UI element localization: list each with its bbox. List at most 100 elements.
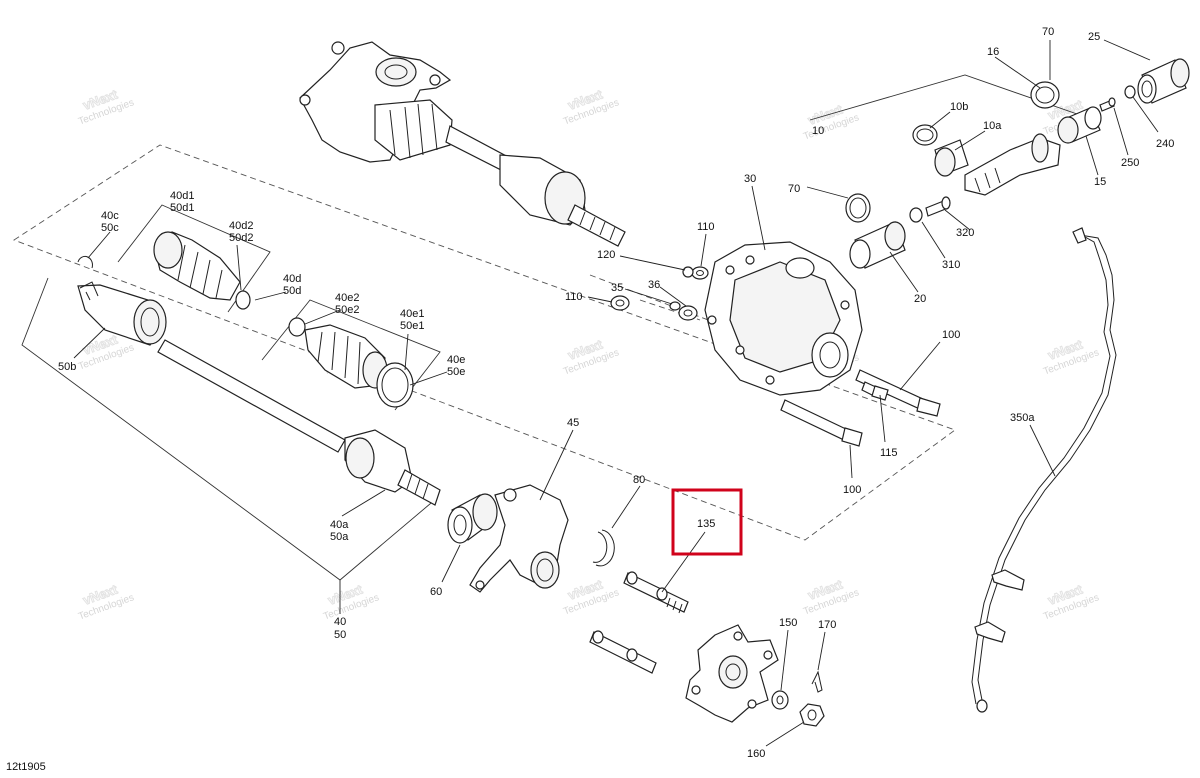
- callout-60[interactable]: 60: [430, 586, 442, 598]
- circlip-80-inner: [592, 531, 608, 563]
- callout-10[interactable]: 10: [812, 125, 824, 137]
- callout-16[interactable]: 16: [987, 46, 999, 58]
- callout-35[interactable]: 35: [611, 282, 623, 294]
- callout-40d1[interactable]: 40d1: [170, 190, 194, 202]
- upper-splines: [579, 211, 616, 241]
- watermark: vNext Technologies: [1042, 581, 1101, 623]
- upper-boot-ribs: [389, 103, 438, 159]
- washer-150: [771, 690, 789, 710]
- stud-135: [623, 571, 689, 614]
- stud-lower: [589, 630, 657, 674]
- callout-50e[interactable]: 50e: [447, 366, 465, 378]
- sleeve-20: [849, 221, 906, 269]
- callout-50a[interactable]: 50a: [330, 531, 349, 543]
- callout-135[interactable]: 135: [697, 518, 715, 530]
- callout-350a[interactable]: 350a: [1010, 412, 1035, 424]
- watermark: vNext Technologies: [562, 576, 621, 618]
- callout-310[interactable]: 310: [942, 259, 960, 271]
- watermark: vNext Technologies: [1042, 336, 1101, 378]
- callout-50[interactable]: 50: [334, 629, 346, 641]
- callout-50d1[interactable]: 50d1: [170, 202, 194, 214]
- housing-bolt-hole: [745, 255, 755, 265]
- callout-80[interactable]: 80: [633, 474, 645, 486]
- cv-boot-40e1: [304, 324, 388, 389]
- housing-bolt-hole: [765, 375, 775, 385]
- watermark: vNext Technologies: [802, 576, 861, 618]
- callout-160[interactable]: 160: [747, 748, 765, 760]
- callout-50d2[interactable]: 50d2: [229, 232, 253, 244]
- callout-240[interactable]: 240: [1156, 138, 1174, 150]
- callout-45[interactable]: 45: [567, 417, 579, 429]
- outer-cv-joint-50b: [77, 281, 167, 346]
- callout-40d[interactable]: 40d: [283, 273, 301, 285]
- sub-group-bracket-40d: [117, 204, 271, 313]
- callout-30[interactable]: 30: [744, 173, 756, 185]
- differential-output-seal: [811, 332, 849, 378]
- callout-40e2[interactable]: 40e2: [335, 292, 359, 304]
- housing-bolt-hole: [707, 315, 717, 325]
- callout-150[interactable]: 150: [779, 617, 797, 629]
- brake-line-clip: [974, 621, 1006, 643]
- wheel-hub-flange: [685, 624, 779, 723]
- callout-40e[interactable]: 40e: [447, 354, 465, 366]
- diagram-id: 12t1905: [6, 761, 46, 773]
- callout-40[interactable]: 40: [334, 616, 346, 628]
- brake-line-fitting: [976, 699, 988, 713]
- callout-100-lower[interactable]: 100: [843, 484, 861, 496]
- clamp-16: [1030, 81, 1060, 109]
- upper-bolt: [429, 74, 441, 86]
- castle-nut-160: [799, 703, 825, 727]
- callout-25[interactable]: 25: [1088, 31, 1100, 43]
- callout-10b[interactable]: 10b: [950, 101, 968, 113]
- callout-50e2[interactable]: 50e2: [335, 304, 359, 316]
- callout-20[interactable]: 20: [914, 293, 926, 305]
- selected-part-highlight[interactable]: [671, 488, 743, 556]
- watermark: vNext Technologies: [562, 86, 621, 128]
- watermark: vNext Technologies: [77, 581, 136, 623]
- differential-assembly: [704, 241, 863, 396]
- bolt-100-upper: [855, 369, 941, 417]
- upper-hub-bearing: [375, 57, 417, 87]
- sleeve-25: [1137, 58, 1190, 104]
- input-shaft-assembly: [912, 124, 1061, 196]
- callout-250[interactable]: 250: [1121, 157, 1139, 169]
- callout-50c[interactable]: 50c: [101, 222, 119, 234]
- watermark: vNext Technologies: [562, 336, 621, 378]
- clamp-70-center: [845, 193, 871, 223]
- callout-115[interactable]: 115: [880, 447, 898, 459]
- housing-bolt-hole: [735, 345, 745, 355]
- brake-line-clip: [991, 569, 1025, 591]
- differential-output-bore: [819, 341, 841, 369]
- callout-120[interactable]: 120: [597, 249, 615, 261]
- callout-50d[interactable]: 50d: [283, 285, 301, 297]
- callout-15[interactable]: 15: [1094, 176, 1106, 188]
- callout-50e1[interactable]: 50e1: [400, 320, 424, 332]
- bolt-100-lower: [780, 399, 863, 447]
- washer-240: [1124, 85, 1136, 99]
- callout-40d2[interactable]: 40d2: [229, 220, 253, 232]
- callout-50b[interactable]: 50b: [58, 361, 76, 373]
- part-120: [682, 266, 694, 278]
- callout-110-upper[interactable]: 110: [697, 221, 715, 233]
- callout-10a[interactable]: 10a: [983, 120, 1002, 132]
- callout-320[interactable]: 320: [956, 227, 974, 239]
- ring-10b: [912, 124, 938, 146]
- callout-labels: 70 16 25 10b 10a 10 250 240 15 30 70 320…: [58, 26, 1174, 760]
- callout-40a[interactable]: 40a: [330, 519, 349, 531]
- callout-40e1[interactable]: 40e1: [400, 308, 424, 320]
- sub-group-bracket-40e: [261, 299, 441, 411]
- brake-line-350a: [971, 227, 1117, 713]
- watermark: vNext Technologies: [322, 581, 381, 623]
- callout-36[interactable]: 36: [648, 279, 660, 291]
- clamp-40e: [376, 362, 414, 408]
- part-36: [678, 305, 698, 321]
- callout-110-lower[interactable]: 110: [565, 291, 583, 303]
- callout-170[interactable]: 170: [818, 619, 836, 631]
- clamp-40e2: [288, 317, 306, 337]
- callout-100-upper[interactable]: 100: [942, 329, 960, 341]
- callout-70-center[interactable]: 70: [788, 183, 800, 195]
- callout-40c[interactable]: 40c: [101, 210, 119, 222]
- callout-70[interactable]: 70: [1042, 26, 1054, 38]
- upper-hub-bore: [384, 64, 408, 80]
